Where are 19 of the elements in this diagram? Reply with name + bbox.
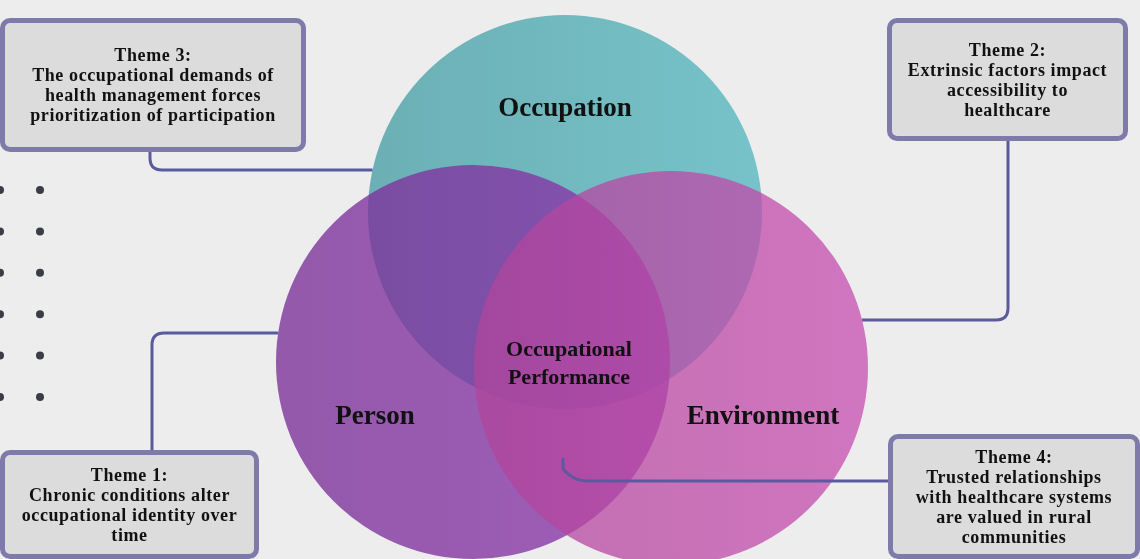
- leader-line: [862, 141, 1010, 322]
- circle-label: Environment: [686, 399, 840, 431]
- theme-box: [888, 434, 1140, 559]
- theme-heading: Theme 4:: [975, 446, 1053, 467]
- theme-heading: Theme 1:: [90, 464, 169, 485]
- theme-box: [0, 450, 259, 559]
- theme-text: Trusted relationships with healthcare systems are valued in rural communities: [914, 466, 1114, 547]
- theme-text: Chronic conditions alter occupational identity over time: [20, 484, 239, 545]
- theme-heading: Theme 2:: [968, 39, 1047, 60]
- theme-box: [887, 18, 1128, 141]
- circle-label: Person: [335, 399, 415, 431]
- leader-line: [150, 331, 279, 450]
- circle-label: Occupation: [498, 91, 632, 123]
- theme-heading: Theme 3:: [114, 45, 192, 65]
- leader-line: [561, 458, 888, 483]
- theme-text: The occupational demands of health management forces prioritization of participation: [29, 65, 277, 125]
- overlap-label: Occupational Performance: [505, 335, 633, 391]
- theme-text: Extrinsic factors impact accessibility to healthcare: [906, 59, 1109, 120]
- theme-box: [0, 18, 306, 152]
